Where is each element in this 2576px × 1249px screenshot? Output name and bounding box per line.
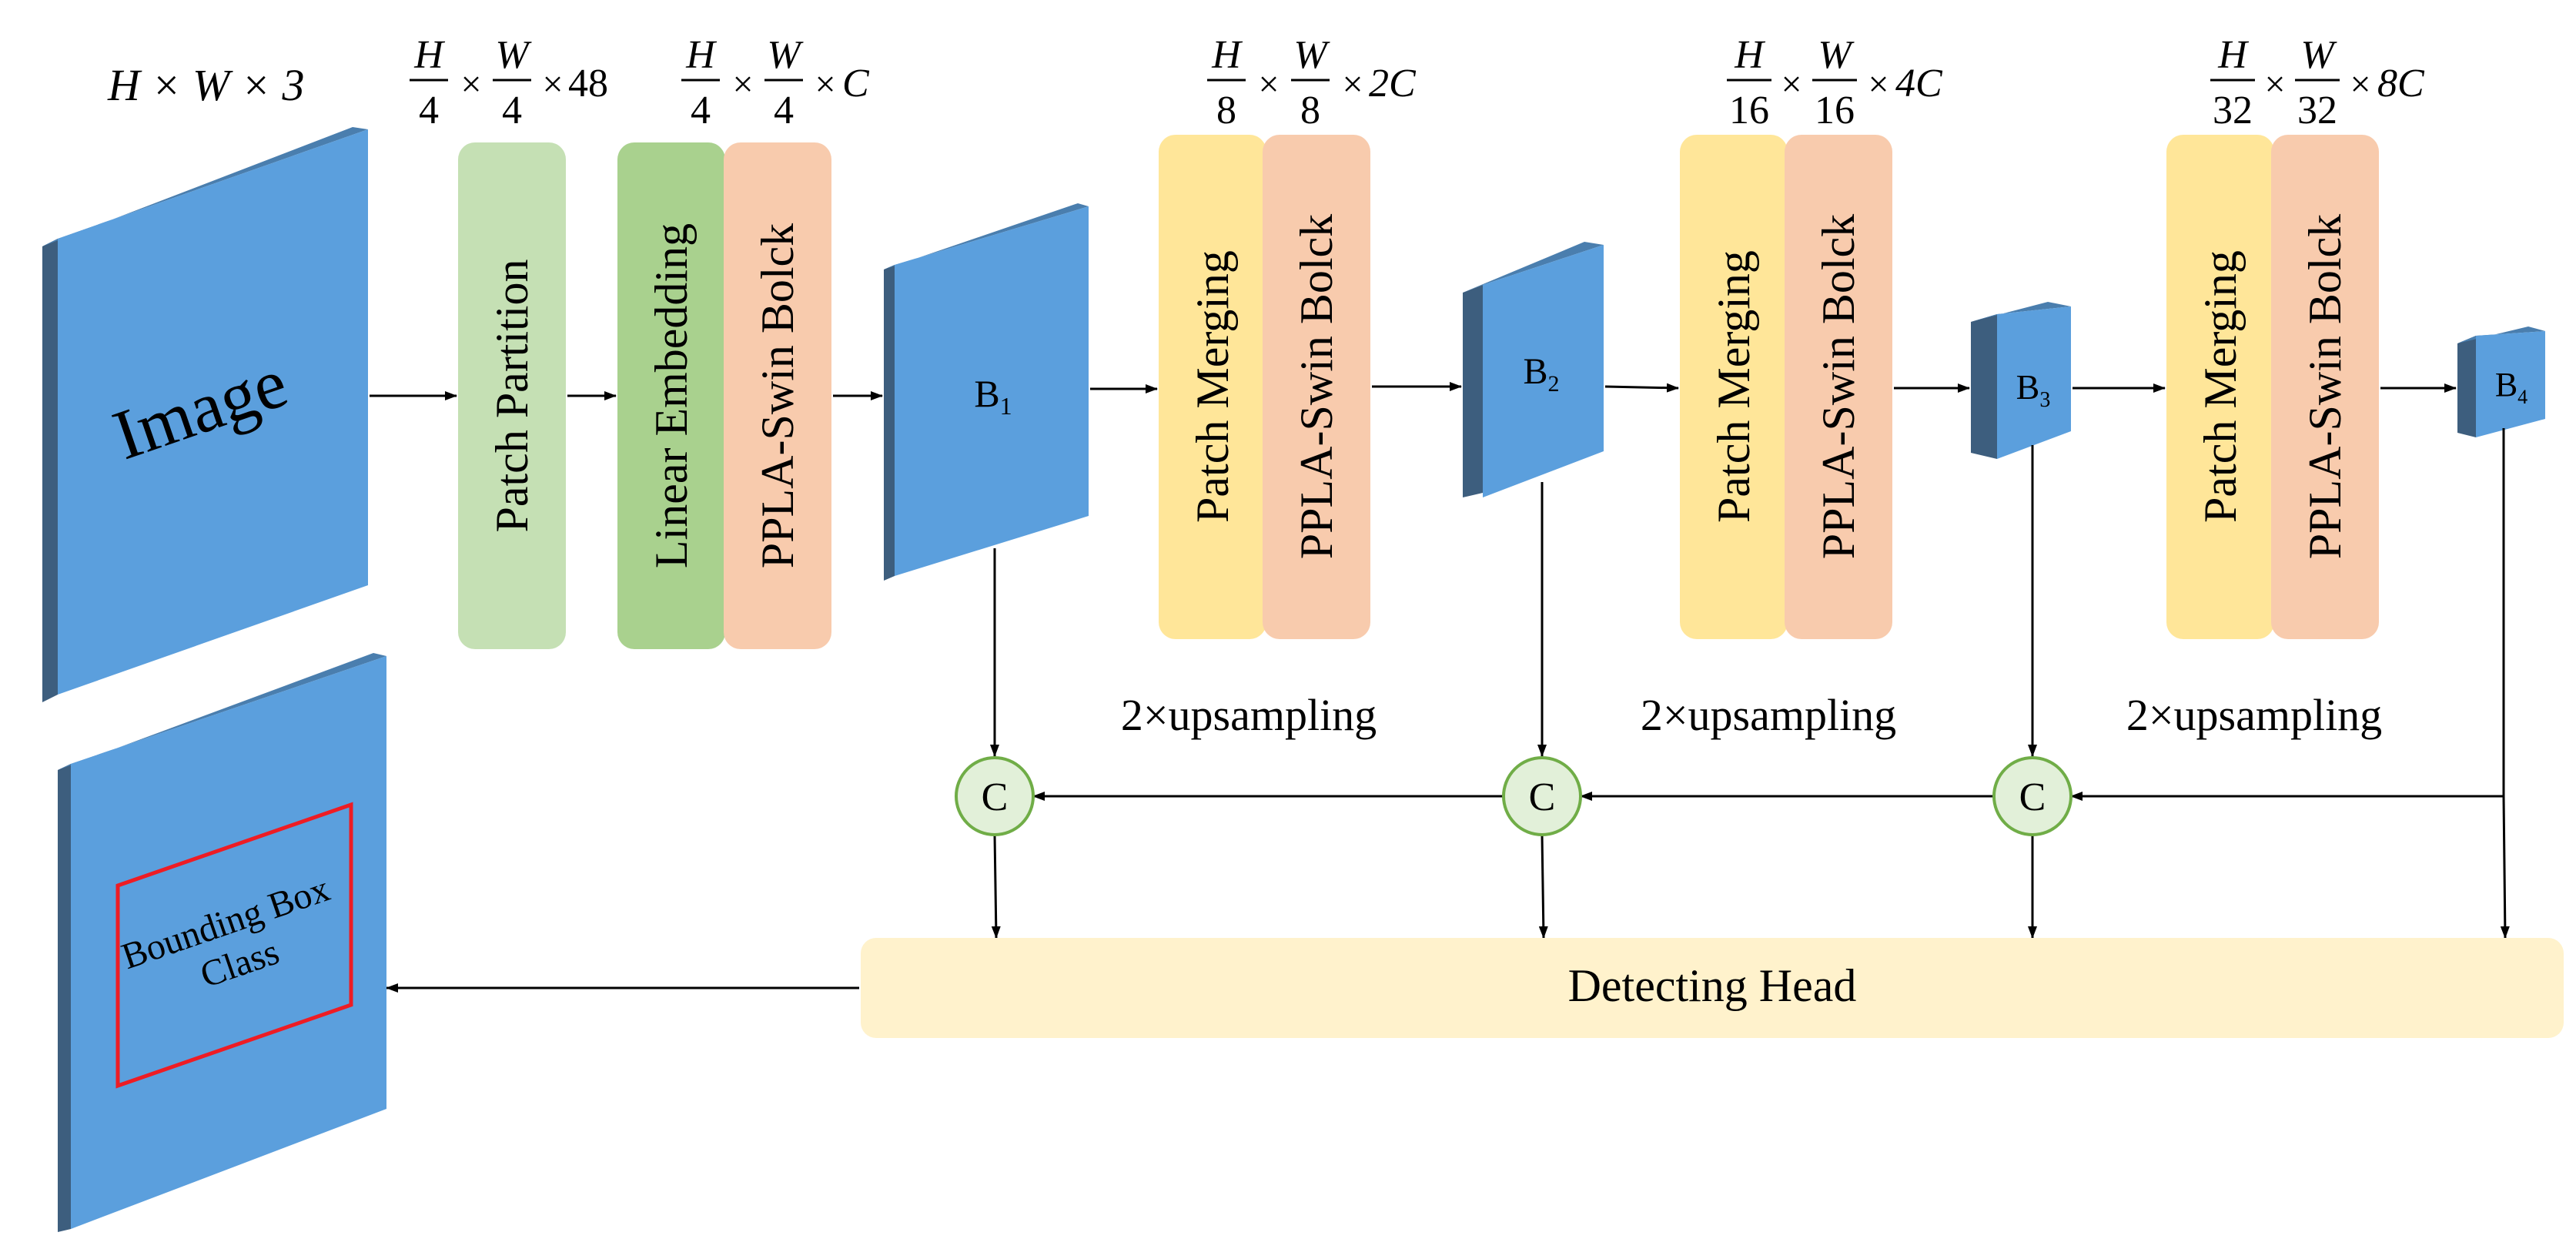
svg-text:W: W: [495, 33, 532, 77]
swin-block-4-label: PPLA-Swin Bolck: [2300, 214, 2350, 559]
svg-text:4: 4: [419, 89, 439, 132]
patch-merging-4-label: Patch Merging: [2195, 250, 2246, 523]
b2-label: B2: [1523, 351, 1559, 397]
svg-text:16: 16: [1729, 89, 1769, 132]
svg-text:×: ×: [460, 64, 481, 105]
input-dim-label: H × W × 3: [107, 60, 304, 110]
upsampling-label-1: 2×upsampling: [1121, 690, 1377, 740]
swin-block-3-label: PPLA-Swin Bolck: [1813, 214, 1864, 559]
svg-text:H: H: [1734, 33, 1765, 77]
patch-merging-3-box: [1680, 135, 1788, 639]
svg-text:×: ×: [2264, 64, 2285, 105]
b4-label: B4: [2495, 366, 2527, 408]
svg-text:W: W: [2300, 33, 2337, 77]
swin-block-1-box: [724, 142, 831, 649]
svg-text:H: H: [685, 33, 717, 77]
neck-arrows: [990, 428, 2510, 939]
stage4-dim-label: H 32 × W 32 × 8C: [2210, 33, 2425, 132]
svg-text:W: W: [1818, 33, 1855, 77]
svg-text:C: C: [2019, 775, 2046, 819]
feature-block-b1: B1: [884, 203, 1089, 581]
svg-text:C: C: [1529, 775, 1556, 819]
svg-text:16: 16: [1815, 89, 1855, 132]
upsampling-label-2: 2×upsampling: [1641, 690, 1896, 740]
feature-block-b4: B4: [2457, 326, 2545, 437]
svg-text:×: ×: [542, 64, 563, 105]
patch-merging-2-label: Patch Merging: [1187, 250, 1238, 523]
svg-text:×: ×: [815, 64, 835, 105]
svg-text:4: 4: [502, 89, 522, 132]
patch-partition-box: [458, 142, 566, 649]
detecting-head-box: [861, 938, 2564, 1038]
linear-embedding-label: Linear Embedding: [646, 223, 697, 568]
upsampling-label-3: 2×upsampling: [2126, 690, 2382, 740]
svg-text:2C: 2C: [1369, 62, 1417, 105]
patch-merging-4-box: [2166, 135, 2274, 639]
svg-text:W: W: [767, 33, 804, 77]
svg-text:×: ×: [732, 64, 753, 105]
stage2-dim-label: H 8 × W 8 × 2C: [1207, 33, 1417, 132]
svg-text:W: W: [1293, 33, 1330, 77]
svg-text:8: 8: [1300, 89, 1320, 132]
swin-block-2-label: PPLA-Swin Bolck: [1291, 214, 1342, 559]
swin-block-2-box: [1263, 135, 1370, 639]
flow-arrows: [370, 382, 2457, 400]
patch-merging-2-box: [1159, 135, 1266, 639]
svg-text:C: C: [842, 62, 870, 105]
swin-block-1-label: PPLA-Swin Bolck: [752, 223, 803, 568]
output-image-block: Bounding Box Class: [58, 653, 386, 1232]
b3-label: B3: [2016, 367, 2051, 412]
patch-partition-label: Patch Partition: [487, 260, 537, 533]
svg-text:×: ×: [1781, 64, 1802, 105]
stage1b-dim-label: H 4 × W 4 × C: [681, 33, 870, 132]
svg-text:×: ×: [1342, 64, 1363, 105]
svg-text:H: H: [2217, 33, 2249, 77]
svg-text:H: H: [1211, 33, 1243, 77]
svg-text:4C: 4C: [1895, 62, 1943, 105]
feature-block-b2: B2: [1463, 242, 1604, 497]
svg-text:8C: 8C: [2377, 62, 2425, 105]
svg-text:×: ×: [1868, 64, 1889, 105]
concat-node-3: C: [1992, 756, 2073, 836]
concat-node-2: C: [1502, 756, 1582, 836]
swin-block-3-box: [1785, 135, 1892, 639]
svg-text:4: 4: [691, 89, 711, 132]
svg-text:4: 4: [774, 89, 794, 132]
stage3-dim-label: H 16 × W 16 × 4C: [1727, 33, 1943, 132]
swin-block-4-box: [2271, 135, 2379, 639]
feature-block-b3: B3: [1971, 302, 2071, 459]
svg-text:8: 8: [1216, 89, 1236, 132]
svg-text:×: ×: [1258, 64, 1279, 105]
linear-embedding-box: [617, 142, 725, 649]
svg-text:32: 32: [2213, 89, 2253, 132]
svg-text:48: 48: [568, 62, 608, 105]
stage1-dim-label: H 4 × W 4 × 48: [410, 33, 608, 132]
input-image-block: Image: [42, 127, 368, 702]
detecting-head-label: Detecting Head: [1568, 960, 1857, 1011]
b1-label: B1: [974, 372, 1012, 420]
svg-text:C: C: [982, 775, 1009, 819]
svg-text:H: H: [413, 33, 445, 77]
svg-text:32: 32: [2297, 89, 2337, 132]
bounding-box-rect: [115, 802, 353, 1089]
svg-text:×: ×: [2350, 64, 2370, 105]
concat-node-1: C: [955, 756, 1035, 836]
patch-merging-3-label: Patch Merging: [1708, 250, 1759, 523]
